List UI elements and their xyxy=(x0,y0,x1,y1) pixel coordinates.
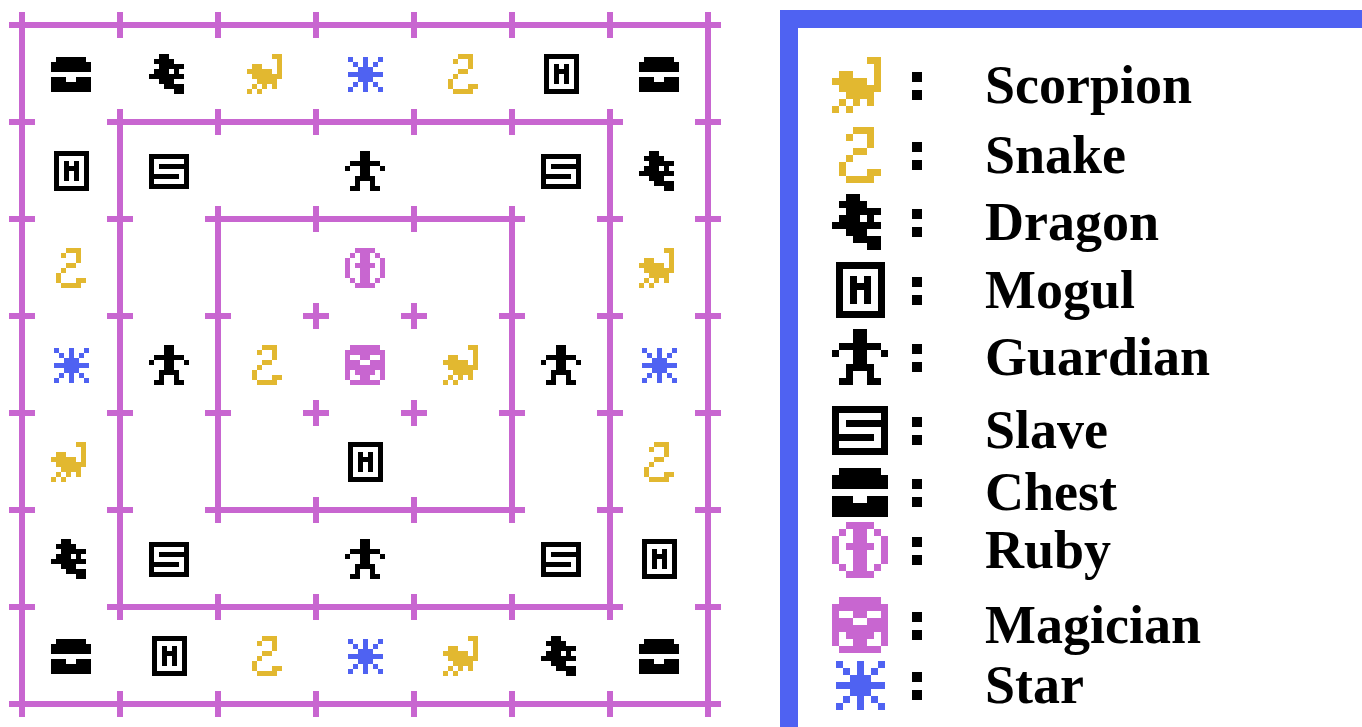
snake-icon xyxy=(448,54,478,94)
magician-icon xyxy=(345,345,385,385)
legend-label: Magician xyxy=(985,595,1201,655)
chest-icon xyxy=(639,57,679,92)
mogul-icon xyxy=(348,442,383,482)
chest-icon xyxy=(832,468,888,517)
wall-ticks-vertical xyxy=(19,25,711,704)
slave-icon xyxy=(832,406,888,455)
legend-label: Mogul xyxy=(985,260,1135,320)
magician-icon xyxy=(832,597,888,653)
snake-icon xyxy=(56,248,86,288)
ruby-icon xyxy=(832,522,888,578)
slave-icon xyxy=(541,154,581,189)
board-walls xyxy=(19,22,711,707)
scorpion-icon xyxy=(443,636,478,676)
snake-icon xyxy=(252,636,282,676)
dragon-icon xyxy=(541,636,576,676)
wall-lines xyxy=(19,22,711,707)
scorpion-icon xyxy=(639,248,674,288)
slave-icon xyxy=(149,154,189,189)
guardian-icon xyxy=(541,345,581,385)
legend-label: Slave xyxy=(985,400,1108,460)
legend-label: Scorpion xyxy=(985,55,1192,115)
legend-icons xyxy=(832,57,888,710)
mogul-icon xyxy=(642,539,677,579)
dragon-icon xyxy=(639,151,674,191)
chest-icon xyxy=(639,639,679,674)
star-icon xyxy=(54,348,89,383)
guardian-icon xyxy=(149,345,189,385)
chest-icon xyxy=(51,57,91,92)
scorpion-icon xyxy=(51,442,86,482)
dragon-icon xyxy=(149,54,184,94)
guardian-icon xyxy=(345,151,385,191)
legend-frame-top xyxy=(780,10,1362,28)
snake-icon xyxy=(839,127,881,183)
mogul-icon xyxy=(544,54,579,94)
legend-label: Ruby xyxy=(985,520,1111,580)
star-icon xyxy=(642,348,677,383)
scorpion-icon xyxy=(247,54,282,94)
snake-icon xyxy=(644,442,674,482)
legend-label: Dragon xyxy=(985,192,1159,252)
legend-label: Guardian xyxy=(985,327,1210,387)
legend-frame-left xyxy=(780,10,798,727)
dragon-icon xyxy=(832,194,881,250)
mogul-icon xyxy=(152,636,187,676)
mogul-icon xyxy=(54,151,89,191)
mogul-icon xyxy=(836,262,885,318)
star-icon xyxy=(348,639,383,674)
star-icon xyxy=(348,57,383,92)
slave-icon xyxy=(541,542,581,577)
guardian-icon xyxy=(345,539,385,579)
wall-ticks-horizontal xyxy=(22,22,708,707)
board-pieces xyxy=(51,54,679,676)
snake-icon xyxy=(252,345,282,385)
star-icon xyxy=(836,661,885,710)
dragon-icon xyxy=(51,539,86,579)
legend-frame xyxy=(780,10,1362,727)
guardian-icon xyxy=(832,329,888,385)
scorpion-icon xyxy=(832,57,881,113)
legend-label: Star xyxy=(985,655,1084,715)
scorpion-icon xyxy=(443,345,478,385)
legend-colons xyxy=(912,72,922,700)
legend-label: Chest xyxy=(985,462,1117,522)
chest-icon xyxy=(51,639,91,674)
ruby-icon xyxy=(345,248,385,288)
legend-label: Snake xyxy=(985,125,1126,185)
slave-icon xyxy=(149,542,189,577)
